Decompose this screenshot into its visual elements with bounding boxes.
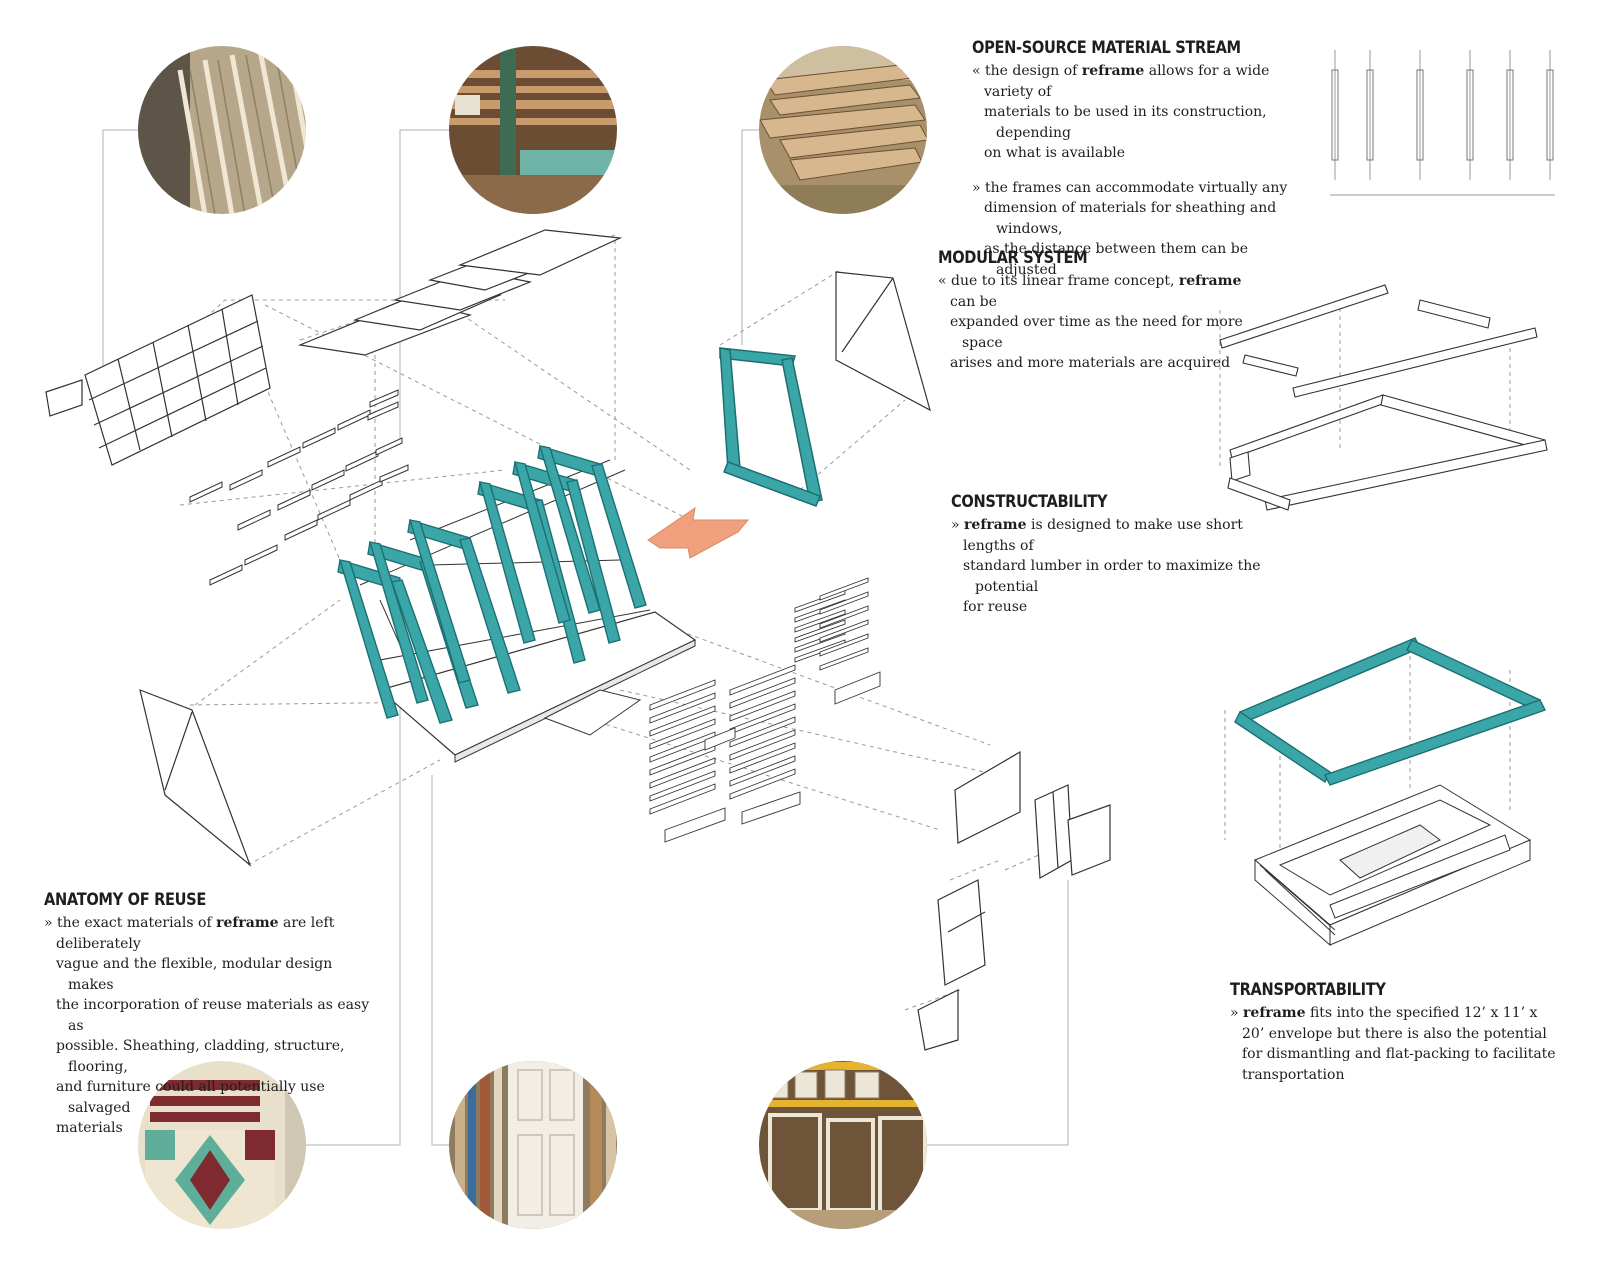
constructability-title: CONSTRUCTABILITY — [951, 492, 1108, 512]
single-reframe-frame — [719, 347, 823, 507]
material-stream-paragraph-1: « the design of reframe allows for a wid… — [972, 63, 1270, 161]
assembled-reframe-structure — [337, 445, 697, 763]
modular-frame-boards — [1219, 284, 1548, 511]
end-wall-left — [139, 689, 252, 867]
transportability-title: TRANSPORTABILITY — [1230, 980, 1386, 1000]
modular-system-block: MODULAR SYSTEM « due to its linear frame… — [938, 248, 1258, 388]
modular-system-title: MODULAR SYSTEM — [938, 248, 1088, 268]
doors-photo — [449, 1061, 617, 1229]
transportability-block: TRANSPORTABILITY » reframe fits into the… — [1230, 980, 1560, 1099]
constructability-paragraph: » reframe is designed to make use short … — [951, 517, 1261, 615]
frame-elevation-drawing — [1330, 50, 1555, 196]
anatomy-of-reuse-paragraph: » the exact materials of reframe are lef… — [44, 915, 370, 1136]
windows-photo — [759, 1061, 927, 1229]
expansion-arrow — [647, 506, 750, 559]
short-lumber-pieces — [189, 389, 409, 586]
cladding-louver-stacks — [649, 577, 881, 843]
constructability-block: CONSTRUCTABILITY » reframe is designed t… — [951, 492, 1291, 632]
lumber-rack-photo — [449, 46, 617, 214]
anatomy-of-reuse-block: ANATOMY OF REUSE » the exact materials o… — [44, 890, 374, 1153]
end-wall-right — [835, 271, 931, 412]
stacked-boards-photo — [759, 46, 927, 214]
modular-system-paragraph: « due to its linear frame concept, refra… — [938, 273, 1243, 371]
roof-panels — [297, 229, 623, 356]
material-stream-paragraph-2: » the frames can accommodate virtually a… — [972, 179, 1288, 278]
material-stream-block: OPEN-SOURCE MATERIAL STREAM « the design… — [972, 38, 1302, 294]
transportability-paragraph: » reframe fits into the specified 12’ x … — [1230, 1005, 1556, 1083]
louvered-shutters-photo — [138, 46, 306, 214]
transport-frame-and-flatpack — [1234, 637, 1546, 947]
material-stream-title: OPEN-SOURCE MATERIAL STREAM — [972, 38, 1241, 58]
window-door-panels — [917, 750, 1111, 1051]
sheathing-wall-panel — [45, 294, 271, 466]
anatomy-of-reuse-title: ANATOMY OF REUSE — [44, 890, 207, 910]
photo-leader-lines — [102, 129, 1069, 1146]
